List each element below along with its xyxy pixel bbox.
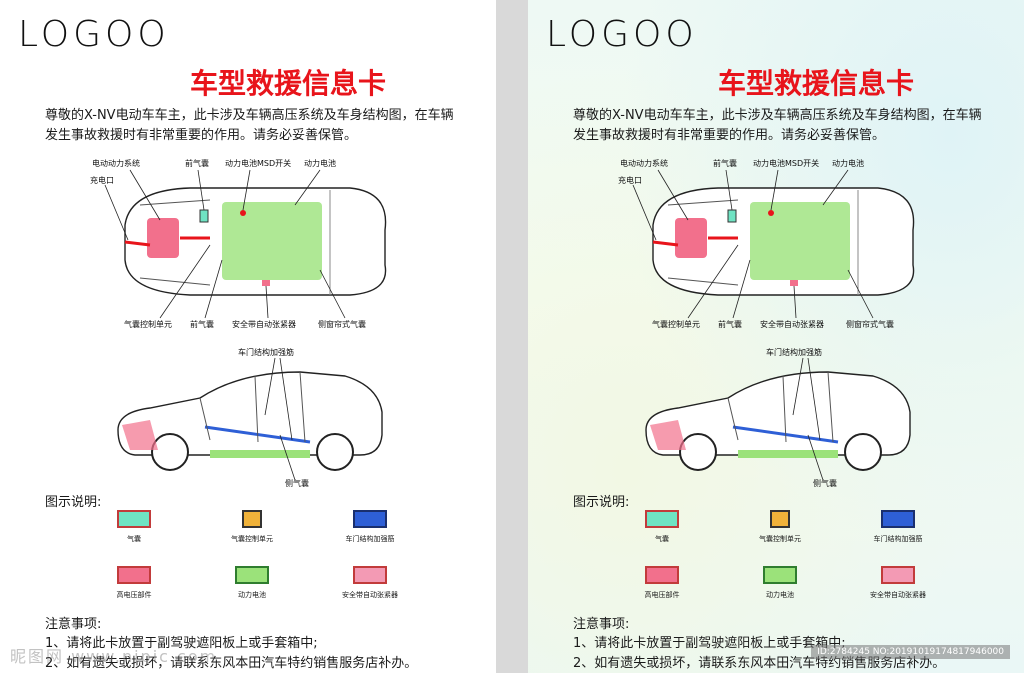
legend-item-battery: 动力电池 <box>720 566 840 600</box>
legend-swatch-airbag-ecu <box>770 510 790 528</box>
hv-front <box>122 420 158 450</box>
high-voltage-unit <box>147 218 179 258</box>
label-door-reinforce: 车门结构加强筋 <box>766 347 822 357</box>
label-airbag-ecu: 气囊控制单元 <box>124 319 172 329</box>
legend-label: 气囊 <box>655 535 669 543</box>
legend-label: 气囊控制单元 <box>759 535 801 543</box>
label-curtain-airbag: 侧窗帘式气囊 <box>318 319 366 329</box>
logo: LOGOO <box>546 14 698 55</box>
legend-swatch-high-voltage <box>117 566 151 584</box>
label-msd-switch: 动力电池MSD开关 <box>753 158 819 168</box>
legend-label: 高电压部件 <box>644 591 680 599</box>
legend-item-belt-tensioner: 安全带自动张紧器 <box>838 566 958 600</box>
label-belt-tensioner: 安全带自动张紧器 <box>232 319 296 329</box>
legend-swatch-door-reinforce <box>881 510 915 528</box>
side-battery <box>210 450 310 458</box>
belt-tensioner-mark <box>262 280 270 286</box>
msd-switch <box>768 210 774 216</box>
legend-heading: 图示说明: <box>45 495 102 510</box>
side-battery <box>738 450 838 458</box>
notes-heading: 注意事项: <box>573 617 630 632</box>
card-title: 车型救援信息卡 <box>717 67 914 100</box>
high-voltage-unit <box>675 218 707 258</box>
label-door-reinforce: 车门结构加强筋 <box>238 347 294 357</box>
label-side-airbag: 侧气囊 <box>813 478 837 488</box>
note-item: 2、如有遗失或损坏，请联系东风本田汽车特约销售服务店补办。 <box>45 656 418 671</box>
label-battery: 动力电池 <box>832 158 864 168</box>
label-battery: 动力电池 <box>304 158 336 168</box>
legend-heading: 图示说明: <box>573 495 630 510</box>
top-view-car <box>124 187 387 296</box>
intro-text: 尊敬的X-NV电动车车主，此卡涉及车辆高压系统及车身结构图，在车辆发生事故救援时… <box>573 108 982 143</box>
note-item: 1、请将此卡放置于副驾驶遮阳板上或手套箱中; <box>45 636 318 651</box>
logo: LOGOO <box>18 14 170 55</box>
legend-item-door-reinforce: 车门结构加强筋 <box>838 510 958 544</box>
label-front-airbag-bottom: 前气囊 <box>190 319 214 329</box>
legend-item-airbag: 气囊 <box>602 510 722 544</box>
label-charge-port: 充电口 <box>618 175 642 185</box>
side-view-car <box>645 371 911 471</box>
note-item: 2、如有遗失或损坏，请联系东风本田汽车特约销售服务店补办。 <box>573 656 946 671</box>
legend-item-airbag-ecu: 气囊控制单元 <box>720 510 840 544</box>
label-front-airbag-top: 前气囊 <box>185 158 209 168</box>
legend-label: 高电压部件 <box>116 591 152 599</box>
legend-swatch-battery <box>763 566 797 584</box>
legend-swatch-airbag <box>117 510 151 528</box>
battery-area <box>750 202 850 280</box>
legend-item-high-voltage: 高电压部件 <box>74 566 194 600</box>
note-item: 1、请将此卡放置于副驾驶遮阳板上或手套箱中; <box>573 636 846 651</box>
legend-item-airbag-ecu: 气囊控制单元 <box>192 510 312 544</box>
side-view-car <box>117 371 383 471</box>
legend-label: 动力电池 <box>238 591 266 599</box>
watermark: 昵图网 www.nipic.com <box>10 647 218 666</box>
front-airbag-top <box>727 209 737 223</box>
legend-swatch-door-reinforce <box>353 510 387 528</box>
rescue-card-tinted: LOGOO 车型救援信息卡 尊敬的X-NV电动车车主，此卡涉及车辆高压系统及车身… <box>528 0 1024 673</box>
msd-switch <box>240 210 246 216</box>
legend-label: 安全带自动张紧器 <box>342 591 398 599</box>
notes-heading: 注意事项: <box>45 617 102 632</box>
legend-swatch-battery <box>235 566 269 584</box>
label-curtain-airbag: 侧窗帘式气囊 <box>846 319 894 329</box>
belt-tensioner-mark <box>790 280 798 286</box>
label-belt-tensioner: 安全带自动张紧器 <box>760 319 824 329</box>
vehicle-diagram: 电动动力系统 前气囊 动力电池MSD开关 动力电池 充电口 气囊控制单元 前气囊… <box>618 158 915 488</box>
label-front-airbag-bottom: 前气囊 <box>718 319 742 329</box>
legend-label: 车门结构加强筋 <box>873 535 923 543</box>
hv-front <box>650 420 686 450</box>
legend-swatch-airbag <box>645 510 679 528</box>
label-airbag-ecu: 气囊控制单元 <box>652 319 700 329</box>
legend-swatch-belt-tensioner <box>353 566 387 584</box>
image-id-strip: ID:2784245 NO:20191019174817946000 <box>811 645 1010 659</box>
legend-label: 车门结构加强筋 <box>345 535 395 543</box>
legend-item-door-reinforce: 车门结构加强筋 <box>310 510 430 544</box>
legend-item-battery: 动力电池 <box>192 566 312 600</box>
rescue-card-plain: LOGOO 车型救援信息卡 尊敬的X-NV电动车车主，此卡涉及车辆高压系统及车身… <box>0 0 496 673</box>
label-charge-port: 充电口 <box>90 175 114 185</box>
vehicle-diagram: 电动动力系统 前气囊 动力电池MSD开关 动力电池 充电口 气囊控制单元 前气囊… <box>90 158 387 488</box>
label-msd-switch: 动力电池MSD开关 <box>225 158 291 168</box>
legend-item-airbag: 气囊 <box>74 510 194 544</box>
intro-text: 尊敬的X-NV电动车车主，此卡涉及车辆高压系统及车身结构图，在车辆发生事故救援时… <box>45 108 454 143</box>
legend-swatch-high-voltage <box>645 566 679 584</box>
legend-swatch-airbag-ecu <box>242 510 262 528</box>
front-airbag-top <box>199 209 209 223</box>
legend-label: 气囊 <box>127 535 141 543</box>
legend-label: 动力电池 <box>766 591 794 599</box>
label-front-airbag-top: 前气囊 <box>713 158 737 168</box>
label-power-system: 电动动力系统 <box>92 158 140 168</box>
legend-label: 气囊控制单元 <box>231 535 273 543</box>
legend-label: 安全带自动张紧器 <box>870 591 926 599</box>
legend-item-high-voltage: 高电压部件 <box>602 566 722 600</box>
legend-swatch-belt-tensioner <box>881 566 915 584</box>
label-side-airbag: 侧气囊 <box>285 478 309 488</box>
label-power-system: 电动动力系统 <box>620 158 668 168</box>
battery-area <box>222 202 322 280</box>
legend-item-belt-tensioner: 安全带自动张紧器 <box>310 566 430 600</box>
card-title: 车型救援信息卡 <box>189 67 386 100</box>
top-view-car <box>652 187 915 296</box>
